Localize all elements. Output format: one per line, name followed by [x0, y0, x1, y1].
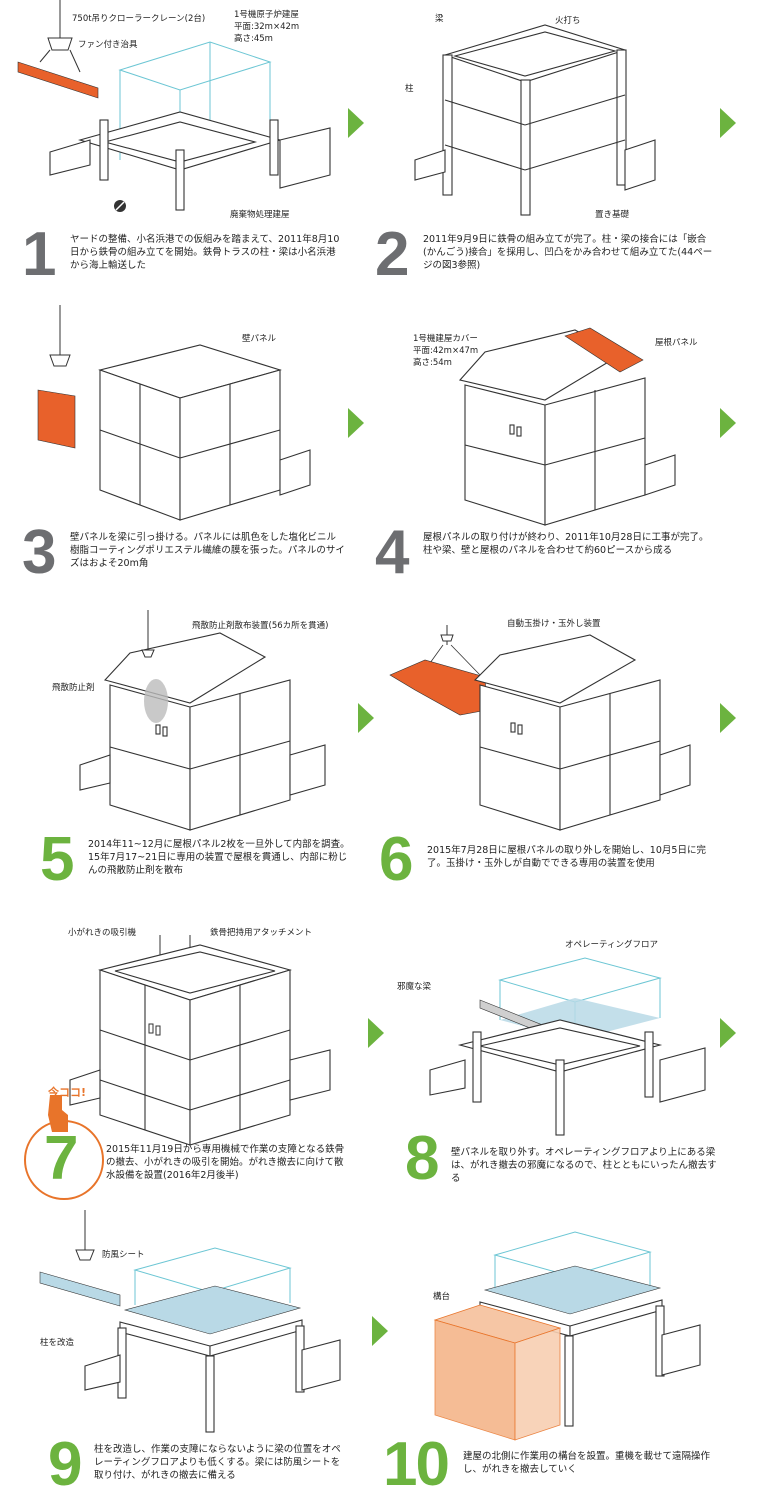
step-10-illustration [433, 1231, 701, 1441]
step-2-number: 2 [375, 220, 410, 289]
arrow-1-to-2 [348, 108, 364, 138]
arrow-9-to-10 [372, 1316, 388, 1346]
arrow-8-right [720, 1018, 736, 1048]
callout-auto-hook-device: 自動玉掛け・玉外し装置 [507, 619, 601, 629]
orange-beam-shape [17, 61, 99, 99]
callout-cover-height: 高さ:54m [413, 358, 452, 368]
step-5-number: 5 [40, 825, 75, 894]
step-1-number: 1 [22, 220, 57, 289]
step-8-number: 8 [405, 1124, 440, 1193]
step-7-panel: 小がれきの吸引機 鉄骨把持用アタッチメント 今ココ! 7 2015年11月19日… [10, 920, 360, 1210]
step-9-number: 9 [48, 1430, 83, 1499]
step-7-description: 2015年11月19日から専用機械で作業の支障となる鉄骨の撤去、小がれきの吸引を… [106, 1144, 345, 1181]
step-10-panel: 構台 10 建屋の北側に作業用の構台を設置。重機を載せて遠隔操作し、がれきを撤去… [383, 1210, 735, 1500]
arrow-4-right [720, 408, 736, 438]
callout-crane: 750t吊りクローラークレーン(2台) [72, 14, 206, 24]
step-1-description: ヤードの整備、小名浜港での仮組みを踏まえて、2011年8月10日から鉄骨の組み立… [70, 234, 340, 271]
step-5-description: 2014年11~12月に屋根パネル2枚を一旦外して内部を調査。15年7月17~2… [88, 839, 350, 876]
step-5-panel: 飛散防止剤散布装置(56カ所を貫通) 飛散防止剤 5 2014年11~12月に屋… [10, 605, 360, 895]
step-1-panel: 750t吊りクローラークレーン(2台) ファン付き治具 1号機原子炉建屋 平面:… [10, 0, 360, 290]
step-4-description: 屋根パネルの取り付けが終わり、2011年10月28日に工事が完了。柱や梁、壁と屋… [423, 532, 709, 556]
callout-height: 高さ:45m [234, 34, 273, 44]
step-6-panel: 自動玉掛け・玉外し装置 6 2015年7月28日に屋根パネルの取り外しを開始し、… [379, 605, 735, 895]
step-2-description: 2011年9月9日に鉄骨の組み立てが完了。柱・梁の接合には「嵌合(かんごう)接合… [423, 234, 713, 271]
callout-waste-building: 廃棄物処理建屋 [230, 210, 290, 220]
callout-work-platform: 構台 [433, 1292, 451, 1302]
callout-operating-floor: オペレーティングフロア [565, 940, 658, 950]
step-7-illustration [48, 935, 331, 1146]
step-4-panel: 1号機建屋カバー 平面:42m×47m 高さ:54m 屋根パネル 4 屋根パネル… [375, 300, 735, 590]
callout-gripper-attachment: 鉄骨把持用アタッチメント [210, 928, 313, 938]
step-6-illustration [389, 625, 691, 831]
step-9-description: 柱を改造し、作業の支障にならないように梁の位置をオペレーティングフロアよりも低く… [94, 1444, 341, 1481]
step-3-illustration [37, 305, 311, 521]
step-8-illustration [429, 957, 706, 1136]
step-6-description: 2015年7月28日に屋根パネルの取り外しを開始し、10月5日に完了。玉掛け・玉… [427, 845, 706, 869]
step-10-number: 10 [383, 1430, 450, 1499]
callout-suppressant: 飛散防止剤 [52, 683, 95, 693]
step-5-illustration [79, 610, 326, 831]
step-3-description: 壁パネルを梁に引っ掛ける。パネルには肌色をした塩化ビニル樹脂コーティングポリエス… [70, 532, 345, 569]
callout-jig: ファン付き治具 [78, 40, 138, 50]
step-6-number: 6 [379, 825, 414, 894]
step-2-panel: 梁 火打ち 柱 置き基礎 2 2011年9月9日に鉄骨の組み立てが完了。柱・梁の… [375, 0, 735, 290]
current-step-ring [24, 1120, 104, 1200]
step-4-illustration [458, 327, 676, 526]
step-9-illustration [39, 1210, 341, 1433]
step-2-illustration [414, 24, 656, 216]
arrow-3-to-4 [348, 408, 364, 438]
callout-cover-title: 1号機建屋カバー [413, 334, 478, 344]
arrow-2-right [720, 108, 736, 138]
work-platform-shape [433, 1304, 562, 1441]
callout-spray-device: 飛散防止剤散布装置(56カ所を貫通) [192, 621, 329, 631]
callout-beam: 梁 [435, 14, 444, 24]
callout-obstructive-beam: 邪魔な梁 [397, 982, 432, 992]
step-8-description: 壁パネルを取り外す。オペレーティングフロアより上にある梁は、がれき撤去の邪魔にな… [451, 1147, 717, 1184]
callout-plan-size: 平面:32m×42m [234, 22, 300, 32]
callout-column: 柱 [405, 84, 414, 94]
arrow-7-to-8 [368, 1018, 384, 1048]
orange-wall-panel-shape [37, 389, 76, 449]
callout-suction-machine: 小がれきの吸引機 [68, 928, 137, 938]
orange-lifted-roof-shape [389, 659, 488, 716]
callout-modified-column: 柱を改造 [40, 1338, 75, 1348]
step-10-description: 建屋の北側に作業用の構台を設置。重機を載せて遠隔操作し、がれきを撤去していく [463, 1451, 711, 1475]
callout-windbreak-sheet: 防風シート [102, 1250, 145, 1260]
step-7-number: 7 [44, 1124, 79, 1193]
step-8-panel: オペレーティングフロア 邪魔な梁 8 壁パネルを取り外す。オペレーティングフロア… [385, 920, 735, 1210]
callout-cover-plan: 平面:42m×47m [413, 346, 479, 356]
callout-roof-panel: 屋根パネル [655, 338, 698, 348]
callout-brace: 火打ち [555, 16, 581, 26]
callout-reactor-building: 1号機原子炉建屋 [234, 10, 299, 20]
step-3-panel: 壁パネル 3 壁パネルを梁に引っ掛ける。パネルには肌色をした塩化ビニル樹脂コーテ… [10, 300, 360, 590]
step-9-panel: 防風シート 柱を改造 9 柱を改造し、作業の支障にならないように梁の位置をオペレ… [10, 1210, 360, 1500]
callout-wall-panel: 壁パネル [242, 334, 277, 344]
now-here-badge: 今ココ! [48, 1086, 87, 1099]
orange-roof-panel-shape [564, 327, 644, 373]
step-3-number: 3 [22, 518, 57, 587]
step-1-illustration [17, 0, 331, 212]
windbreak-sheet-shape [39, 1271, 121, 1307]
callout-foundation: 置き基礎 [595, 210, 630, 220]
arrow-6-right [720, 703, 736, 733]
arrow-5-to-6 [358, 703, 374, 733]
step-4-number: 4 [375, 518, 410, 587]
